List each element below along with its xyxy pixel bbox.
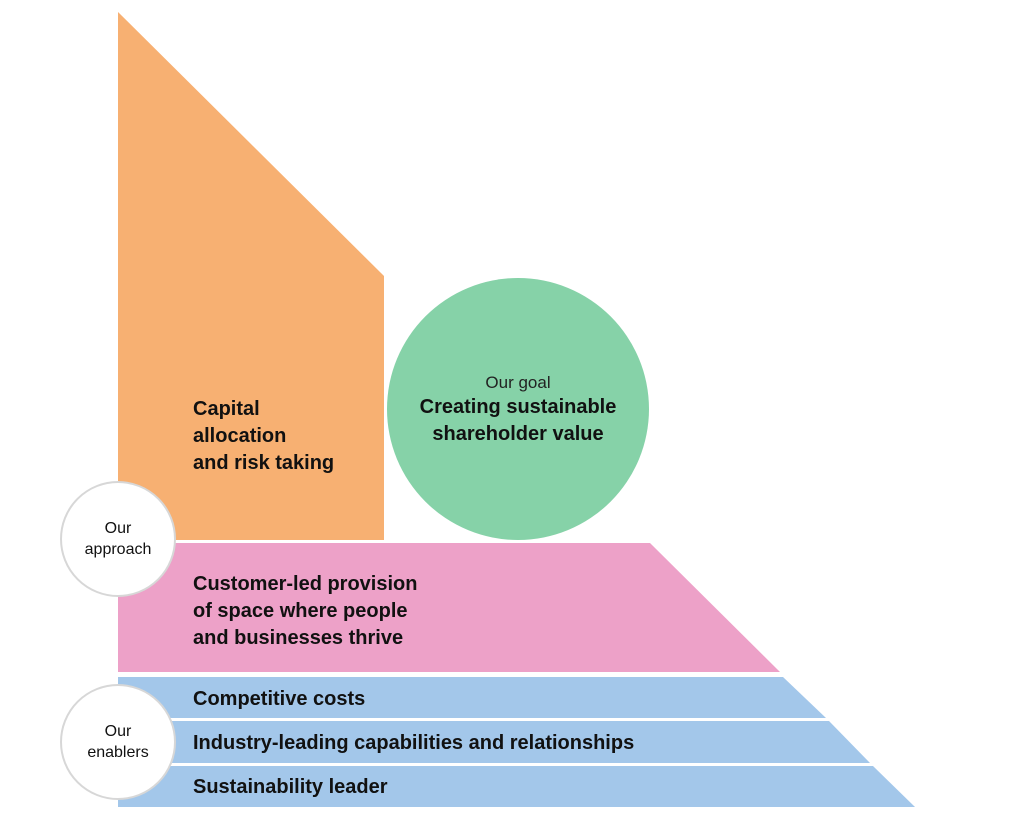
- our-approach-badge: [60, 481, 176, 597]
- enablers-badge-line-2: enablers: [87, 744, 149, 761]
- provision-line-3: and businesses thrive: [193, 627, 404, 649]
- goal-text: Our goal Creating sustainable shareholde…: [388, 372, 648, 448]
- goal-circle: [387, 278, 649, 540]
- enablers-badge-line-1: Our: [104, 723, 132, 740]
- capital-line-3: and risk taking: [193, 452, 335, 474]
- customer-provision-label: Customer-led provision of space where pe…: [193, 571, 417, 652]
- our-enablers-badge-label: Our enablers: [63, 721, 173, 763]
- approach-badge-line-1: Our: [104, 520, 132, 537]
- enabler-capabilities-label: Industry-leading capabilities and relati…: [193, 732, 635, 754]
- customer-provision-shape: [118, 543, 780, 672]
- capital-allocation-label: Capital allocation and risk taking: [193, 396, 334, 477]
- goal-title-line-1: Creating sustainable: [419, 396, 617, 418]
- enabler-sustainability-label: Sustainability leader: [193, 776, 388, 798]
- capital-line-2: allocation: [193, 425, 287, 447]
- provision-line-2: of space where people: [193, 600, 408, 622]
- enabler-band-competitive-costs: [118, 677, 826, 718]
- enabler-band-capabilities: [118, 721, 870, 763]
- capital-line-1: Capital: [193, 398, 260, 420]
- provision-line-1: Customer-led provision: [193, 573, 418, 595]
- goal-caption: Our goal: [485, 373, 551, 392]
- enabler-band-sustainability: [118, 766, 915, 807]
- capital-allocation-shape: [118, 12, 384, 540]
- our-enablers-badge: [60, 684, 176, 800]
- enabler-competitive-costs-label: Competitive costs: [193, 688, 366, 710]
- our-approach-badge-label: Our approach: [63, 518, 173, 560]
- goal-title-line-2: shareholder value: [432, 423, 604, 445]
- approach-badge-line-2: approach: [84, 541, 152, 558]
